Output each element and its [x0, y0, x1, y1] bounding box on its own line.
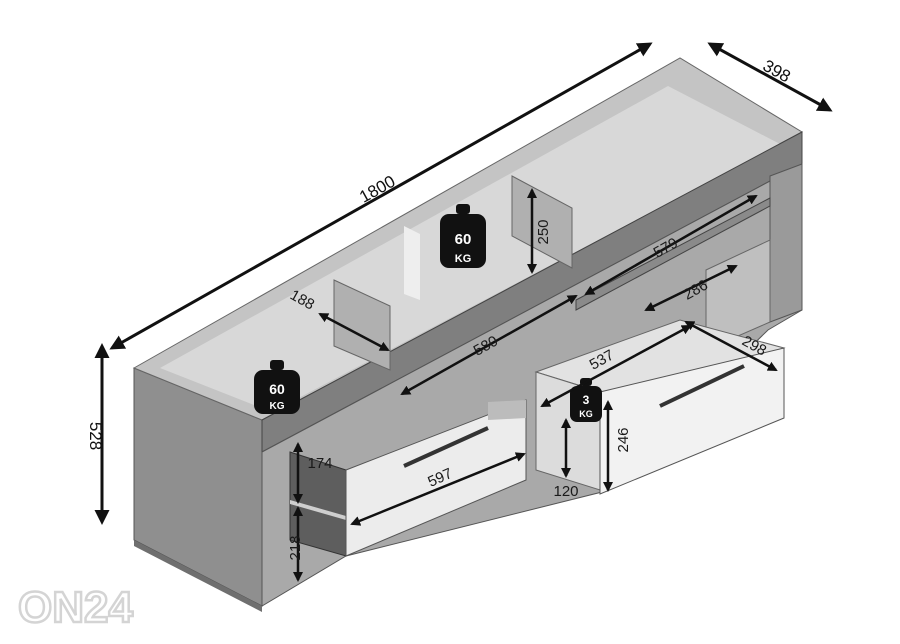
weight-badge-top-left: 60 KG [254, 360, 300, 414]
dim-line-drawer-width-right [540, 324, 692, 408]
dim-line-depth [707, 42, 833, 112]
dim-label-width: 1800 [356, 172, 398, 207]
weight-unit: KG [270, 401, 285, 412]
top-gap-panel [404, 226, 420, 300]
dim-line-drawer-depth-right [684, 320, 778, 372]
dim-label-divider-height: 250 [535, 219, 552, 244]
dim-line-width [109, 42, 653, 350]
dim-line-left-drawer-width [350, 452, 526, 526]
left-drawer-side [488, 400, 526, 420]
weight-value: 60 [455, 231, 472, 248]
dim-label-height: 528 [86, 422, 105, 450]
dim-line-right-shelf-depth [644, 264, 738, 312]
weight-unit: KG [455, 253, 472, 265]
weight-icon [270, 360, 284, 370]
tv-stand-body [132, 57, 804, 612]
weight-value: 3 [583, 393, 590, 407]
dim-label-drawer-gap: 120 [553, 483, 578, 500]
dim-line-top-shelf-depth [318, 312, 390, 352]
dim-label-bottom-opening-height: 218 [287, 535, 304, 560]
dim-line-right-shelf-width [584, 194, 758, 296]
weight-icon [456, 204, 470, 214]
left-open-shelf [290, 500, 346, 520]
dim-line-top-shelf-width [400, 294, 578, 396]
dim-label-left-opening-height: 174 [307, 455, 332, 472]
right-side-panel [769, 163, 803, 323]
bottom-plinth [134, 540, 262, 612]
watermark-logo: ON24 [18, 583, 133, 632]
weight-value: 60 [269, 381, 285, 397]
dim-label-depth: 398 [760, 56, 794, 86]
dimension-lines [94, 42, 833, 582]
dim-label-drawer-height-right: 246 [615, 427, 632, 452]
weight-unit: KG [579, 409, 593, 419]
